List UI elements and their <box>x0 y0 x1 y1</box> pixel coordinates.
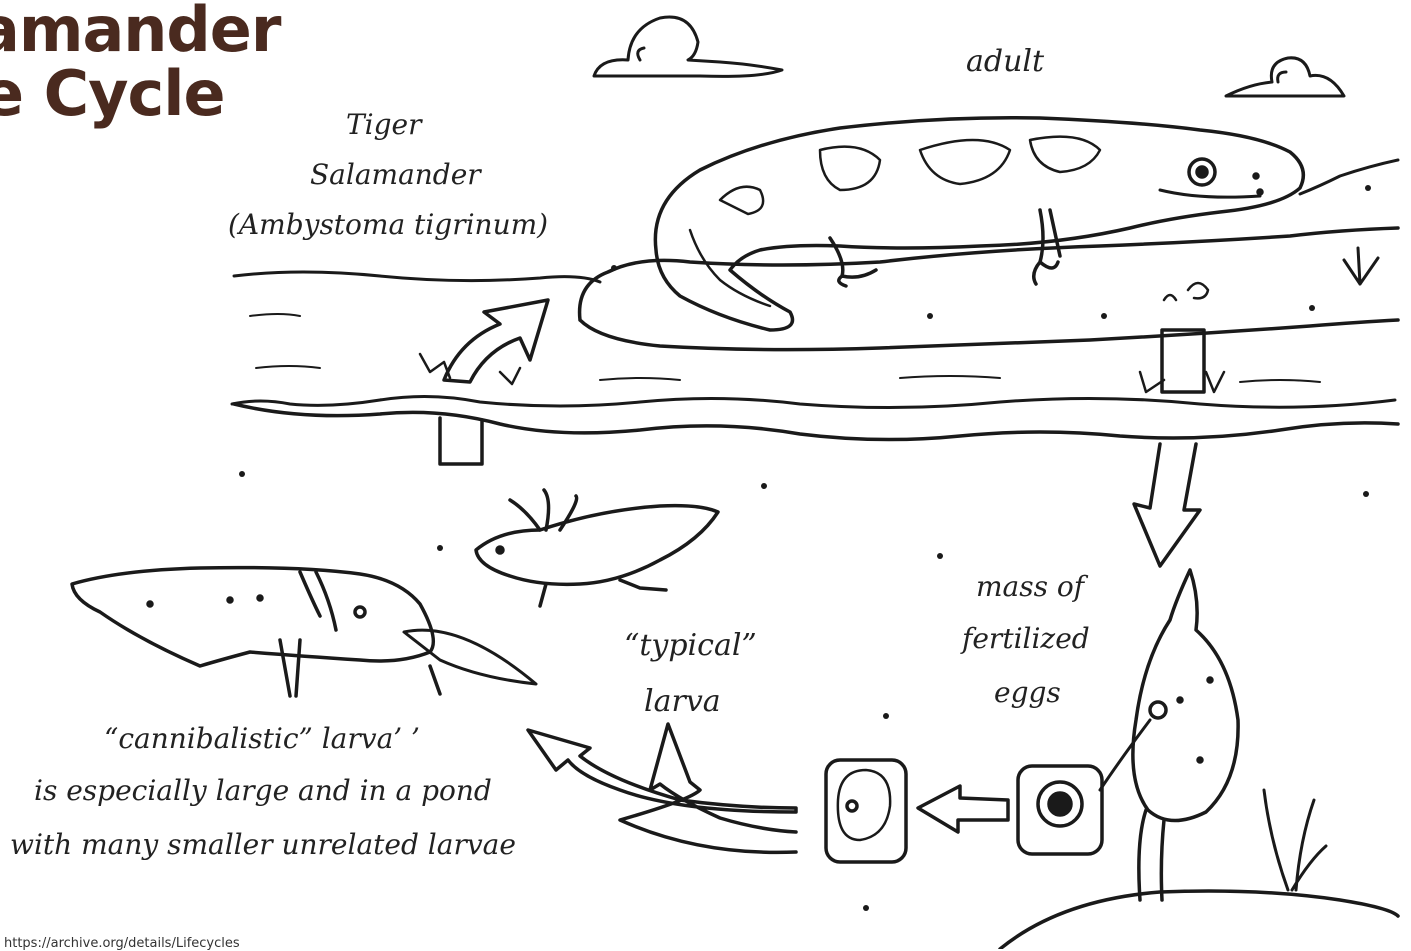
species-scientific-name: (Ambystoma tigrinum) <box>228 208 548 241</box>
egg-mass-icon <box>1100 570 1238 900</box>
arrow-embryo-to-larvae-icon <box>528 724 796 852</box>
adult-salamander-icon <box>655 118 1303 330</box>
stage-cannibal-larva-2: is especially large and in a pond <box>34 774 492 807</box>
stage-eggs-label-1: mass of <box>976 570 1084 603</box>
page-title-line2: e Cycle <box>0 62 225 126</box>
stage-cannibal-larva-1: “cannibalistic” larva’ ’ <box>104 722 420 755</box>
stage-cannibal-larva-3: with many smaller unrelated larvae <box>10 828 516 861</box>
branch <box>1300 160 1398 194</box>
reed-icon <box>1264 790 1326 890</box>
species-common-name-1: Tiger <box>346 108 422 141</box>
bubbles-icon <box>1164 283 1208 300</box>
stage-typical-larva-2: larva <box>644 684 721 719</box>
cloud-left-icon <box>594 17 782 76</box>
species-common-name-2: Salamander <box>310 158 481 191</box>
arrow-adult-to-eggs-icon <box>1134 444 1200 566</box>
cannibalistic-larva-icon <box>72 568 536 696</box>
stage-typical-larva-1: “typical” <box>624 628 757 663</box>
typical-larva-icon <box>476 490 718 606</box>
stage-eggs-label-3: eggs <box>994 676 1061 709</box>
stage-adult-label: adult <box>966 44 1044 79</box>
embryo-egg-icon <box>826 760 906 862</box>
ground-mound <box>1000 891 1398 949</box>
page-title-line1: amander <box>0 0 280 62</box>
egg-single-icon <box>1018 766 1102 854</box>
lower-water-line <box>234 404 1398 440</box>
cloud-right-icon <box>1226 58 1344 96</box>
arrow-egg-to-embryo-icon <box>918 786 1008 832</box>
stage-eggs-label-2: fertilized <box>962 622 1090 655</box>
water-stub-left <box>440 418 482 464</box>
upper-water-lines <box>232 272 1395 408</box>
arrow-larva-to-adult-icon <box>444 300 548 382</box>
grass-sprig-icon <box>1344 248 1378 284</box>
water-stub-right <box>1162 330 1204 392</box>
grass-tuft-right <box>1140 372 1224 392</box>
